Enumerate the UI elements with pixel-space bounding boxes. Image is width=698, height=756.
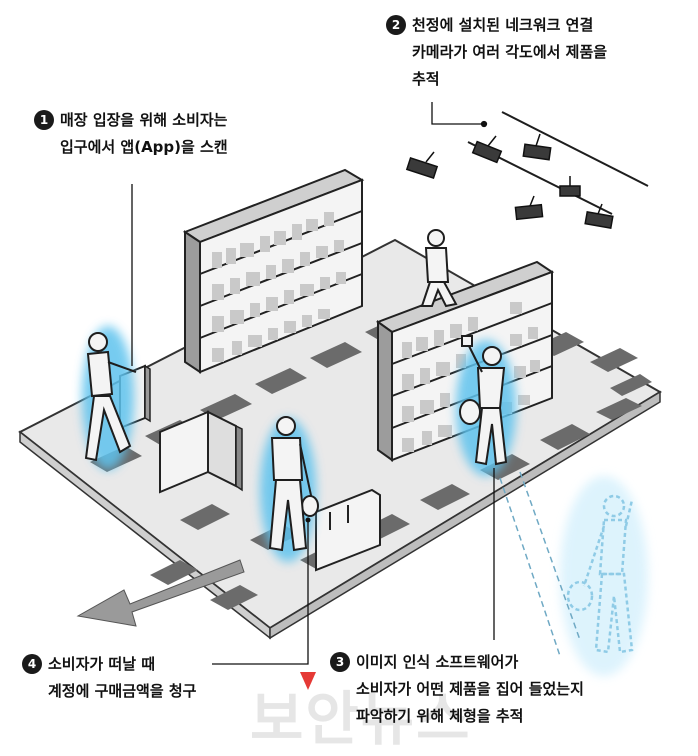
callout-3: 3 이미지 인식 소프트웨어가 소비자가 어떤 제품을 집어 들었는지 파악하기 …: [330, 649, 584, 730]
callout-4-line-2: 계정에 구매금액을 청구: [48, 682, 197, 700]
watermark: 보안뉴스: [250, 685, 472, 753]
callout-2-line-3: 추적: [412, 70, 440, 88]
callout-3-line-3: 파악하기 위해 체형을 추적: [356, 707, 524, 725]
callout-2-line-2: 카메라가 여러 각도에서 제품을: [412, 43, 608, 61]
ceiling-cameras: [405, 133, 614, 230]
callout-4-number: 4: [22, 654, 42, 674]
shopper-picking: [459, 335, 508, 466]
leader-dot: [305, 517, 311, 523]
red-pin: [300, 672, 316, 690]
exit-arrow: [76, 559, 245, 627]
shopper-background: [420, 229, 458, 308]
ceiling-camera-rail: [467, 111, 649, 215]
callout-1-number: 1: [34, 110, 54, 130]
callout-2: 2 천정에 설치된 네크워크 연결 카메라가 여러 각도에서 제품을 추적: [386, 12, 607, 93]
floor-edge-right: [269, 390, 661, 640]
callout-2-line-1: 천정에 설치된 네크워크 연결: [412, 16, 594, 34]
shopper-entering: [84, 332, 137, 462]
callout-2-number: 2: [386, 15, 406, 35]
leader-lines: [131, 102, 495, 665]
shelf-left: [182, 168, 365, 374]
callout-4: 4 소비자가 떠날 때 계정에 구매금액을 청구: [22, 651, 196, 705]
callout-1-line-2: 입구에서 앱(App)을 스캔: [60, 138, 228, 156]
tracking-lines: [499, 471, 581, 657]
tracked-silhouette: [560, 476, 648, 676]
callout-1-line-1: 매장 입장을 위해 소비자는: [60, 111, 228, 129]
callout-1: 1 매장 입장을 위해 소비자는 입구에서 앱(App)을 스캔: [34, 107, 228, 161]
callout-3-line-1: 이미지 인식 소프트웨어가: [356, 653, 519, 671]
callout-4-line-1: 소비자가 떠날 때: [48, 655, 156, 673]
turnstile-gates: [159, 410, 381, 572]
callout-3-number: 3: [330, 652, 350, 672]
callout-3-line-2: 소비자가 어떤 제품을 집어 들었는지: [356, 680, 584, 698]
shopper-center: [268, 416, 319, 552]
